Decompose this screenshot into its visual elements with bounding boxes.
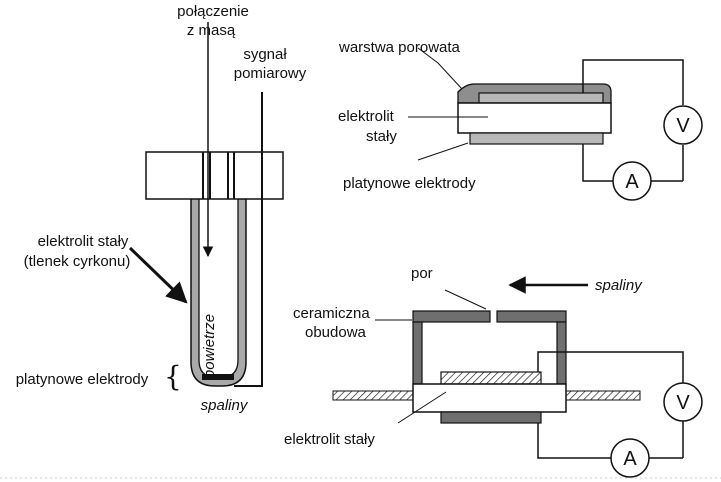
label-elektrolit-staly-2: (tlenek cyrkonu)	[24, 253, 131, 270]
planar-bottom-electrode	[469, 132, 604, 145]
voltmeter-wire-top	[582, 59, 684, 105]
ammeter-bottom-symbol: A	[623, 448, 637, 470]
label-elektrolit-2: stały	[366, 128, 397, 145]
label-sygnal-1: sygnał	[243, 46, 287, 63]
label-warstwa-porowata: warstwa porowata	[338, 39, 461, 56]
label-spaliny-left: spaliny	[201, 397, 249, 414]
label-ceramiczna-1: ceramiczna	[293, 305, 370, 322]
mounting-block	[145, 151, 284, 200]
planar-sensor: V A warstwa porowata elektrolit stały pl…	[338, 39, 703, 201]
label-por: por	[411, 265, 433, 282]
label-polaczenie-1: połączenie	[177, 3, 249, 20]
bottom-electrode	[202, 374, 234, 380]
housing-bottom-electrode	[440, 411, 542, 424]
housing-top-electrode	[440, 371, 542, 385]
voltmeter-bottom: V	[663, 382, 703, 422]
housing-left-wall	[412, 321, 423, 385]
label-elektrolit-staly-bottom: elektrolit stały	[284, 431, 375, 448]
housing-top-left	[412, 310, 491, 323]
thimble-sensor: { połączenie z masą sygnał pomiarowy ele…	[16, 3, 307, 414]
label-sygnal-2: pomiarowy	[234, 65, 307, 82]
ceramic-housing-sensor: V A por spaliny ceramiczna obudowa elekt…	[284, 265, 703, 478]
electrode-brace: {	[164, 360, 182, 393]
housing-top-right	[496, 310, 567, 323]
ammeter-top: A	[612, 161, 652, 201]
label-platynowe-elektrody-left: platynowe elektrody	[16, 371, 149, 388]
housing-ammeter-wire	[537, 423, 611, 459]
ammeter-top-symbol: A	[625, 171, 639, 193]
label-ceramiczna-2: obudowa	[305, 324, 367, 341]
housing-electrolyte	[412, 383, 567, 413]
label-platynowe-elektrody-right: platynowe elektrody	[343, 175, 476, 192]
ammeter-bottom: A	[610, 438, 650, 478]
label-polaczenie-2: z masą	[187, 22, 236, 39]
signal-wire	[234, 92, 263, 387]
housing-right-wall	[556, 321, 567, 385]
voltmeter-bottom-symbol: V	[676, 392, 690, 414]
label-elektrolit-staly-1: elektrolit stały	[38, 233, 129, 250]
label-elektrolit-1: elektrolit	[338, 108, 395, 125]
label-powietrze: powietrze	[201, 314, 218, 379]
voltmeter-top: V	[663, 105, 703, 145]
voltmeter-top-symbol: V	[676, 115, 690, 137]
electrolyte-pointer-arrow	[128, 246, 188, 304]
ammeter-wire	[582, 144, 613, 182]
top-electrode	[478, 92, 604, 104]
label-spaliny-right: spaliny	[595, 277, 643, 294]
planar-electrolyte	[457, 102, 612, 134]
housing-voltmeter-wire	[537, 351, 684, 383]
